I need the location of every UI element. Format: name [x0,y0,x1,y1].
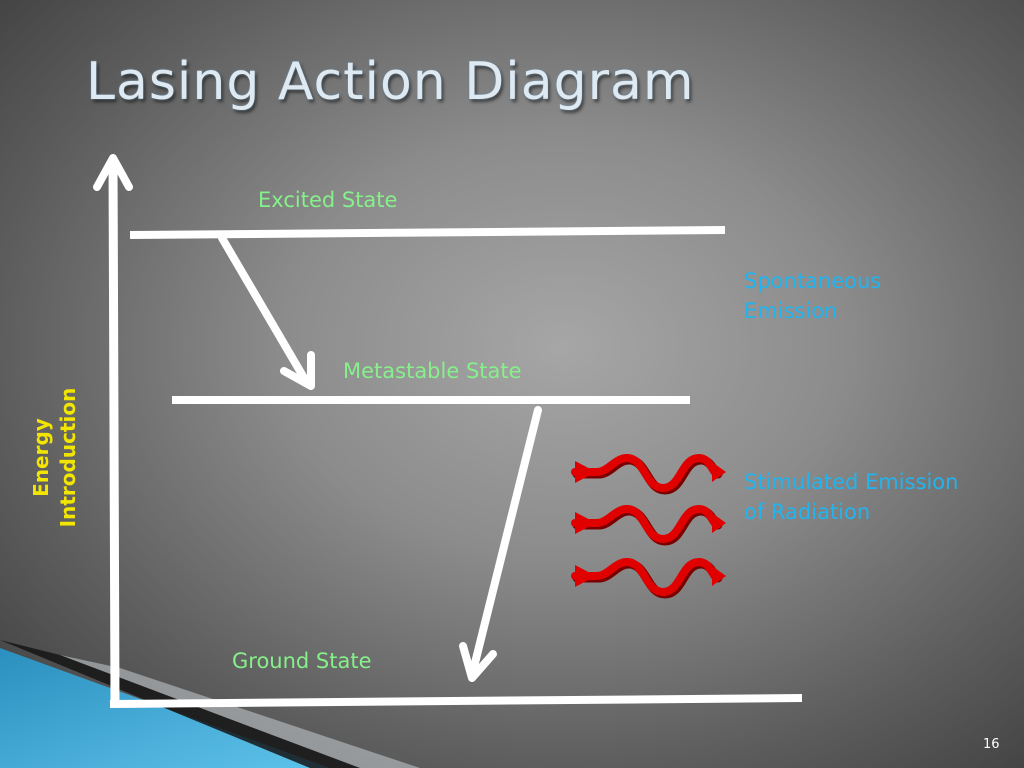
metastable-to-ground-arrowhead [459,642,497,682]
ground-state-level [109,694,803,708]
energy-label-line-2: Introduction [56,387,80,528]
excited-to-metastable-arrow [218,234,311,387]
energy-introduction-label: Energy Introduction [28,380,82,535]
energy-axis-arrowhead [93,154,133,191]
spontaneous-emission-label: Spontaneous Emission [744,266,881,326]
spontaneous-emission-line-2: Emission [744,299,838,323]
stimulated-emission-line-2: of Radiation [744,500,871,524]
metastable-to-ground-arrow [468,406,542,679]
stimulated-emission-line-1: Stimulated Emission [744,470,959,494]
energy-label-line-1: Energy [29,418,53,497]
photon-wave-3 [571,558,726,599]
corner-decoration-light [60,655,420,768]
slide-title: Lasing Action Diagram [86,52,695,112]
energy-axis-line [108,155,120,705]
metastable-state-label: Metastable State [343,359,522,383]
stimulated-emission-label: Stimulated Emission of Radiation [744,467,958,527]
spontaneous-emission-line-1: Spontaneous [744,269,882,293]
page-number: 16 [983,737,1000,752]
ground-state-label: Ground State [232,649,372,673]
excited-state-level [129,226,726,239]
excited-state-label: Excited State [258,188,398,212]
excited-to-metastable-arrowhead [280,351,315,390]
photon-wave-1 [571,454,726,495]
photon-wave-2 [571,505,726,546]
